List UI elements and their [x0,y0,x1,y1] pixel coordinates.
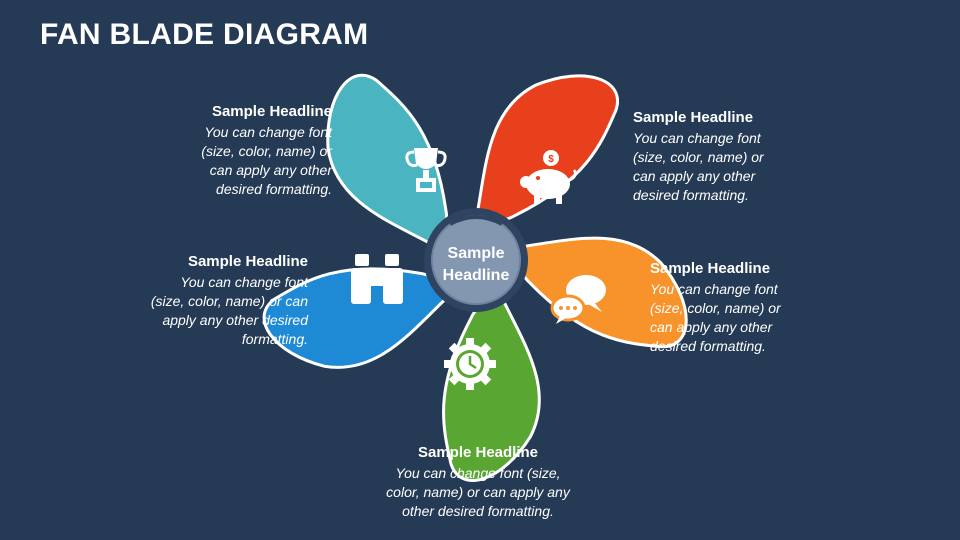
chat-bubbles-icon [550,275,606,324]
body-bottom: You can change font (size, color, name) … [386,465,570,519]
text-block-top-left: Sample Headline You can change font (siz… [180,102,332,199]
text-block-bottom: Sample Headline You can change font (siz… [378,443,578,521]
headline-middle-left: Sample Headline [187,253,308,270]
trophy-icon [405,148,447,192]
svg-text:$: $ [548,154,554,165]
center-line2: Headline [443,267,510,284]
body-middle-left: You can change font (size, color, name) … [150,274,308,347]
headline-top-right: Sample Headline [633,109,754,126]
page-title: FAN BLADE DIAGRAM [40,18,369,51]
center-line1: Sample [448,245,505,262]
body-top-left: You can change font (size, color, name) … [201,124,332,197]
text-block-middle-right: Sample Headline You can change font (siz… [650,259,800,356]
headline-top-left: Sample Headline [211,103,332,120]
body-middle-right: You can change font (size, color, name) … [650,281,781,354]
binoculars-icon [351,254,403,304]
text-block-top-right: Sample Headline You can change font (siz… [633,108,783,205]
headline-bottom: Sample Headline [417,444,539,461]
blade-red [474,74,620,224]
headline-middle-right: Sample Headline [650,260,771,277]
body-top-right: You can change font (size, color, name) … [633,130,764,203]
gear-clock-icon [444,338,496,390]
piggy-bank-icon: $ [520,150,577,204]
text-block-middle-left: Sample Headline You can change font (siz… [150,252,308,349]
